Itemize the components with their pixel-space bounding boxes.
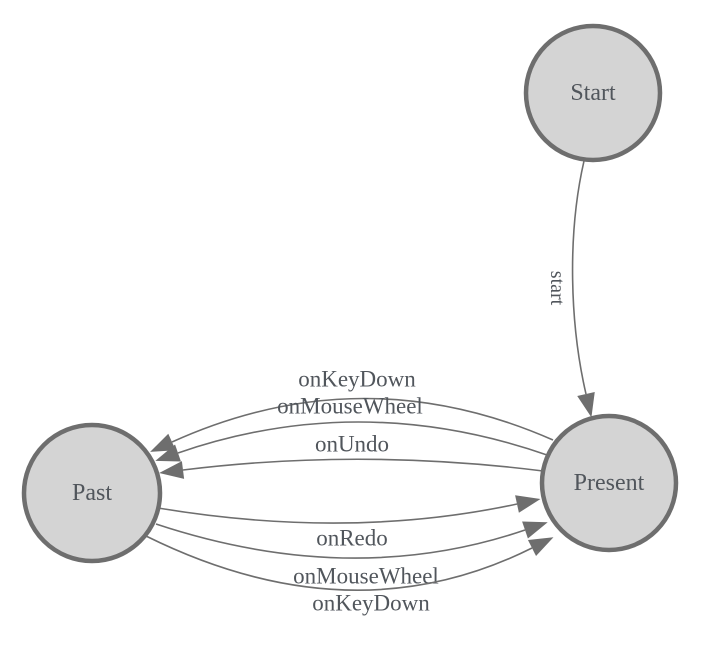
edge-label-past-to-present-onredo: onRedo: [316, 526, 388, 551]
state-circle-start[interactable]: [523, 23, 663, 163]
edge-present-to-past-onkeydown: [150, 397, 554, 452]
state-node-present[interactable]: Present: [539, 413, 679, 553]
state-circle-past[interactable]: [21, 422, 163, 564]
edge-label-present-to-past-onmousewheel: onMouseWheel: [277, 394, 423, 419]
edge-label-present-to-past-onkeydown: onKeyDown: [298, 367, 416, 392]
edge-past-to-present-onkeydown: [145, 535, 554, 591]
edge-label-present-to-past-onundo: onUndo: [315, 432, 389, 457]
edge-past-to-present-onredo: [157, 495, 541, 524]
state-label-start: Start: [570, 80, 616, 106]
state-circle-present[interactable]: [539, 413, 679, 553]
state-node-start[interactable]: Start: [523, 23, 663, 163]
state-label-present: Present: [574, 470, 645, 496]
edge-label-past-to-present-onmousewheel: onMouseWheel: [293, 564, 439, 589]
state-node-past[interactable]: Past: [21, 422, 163, 564]
edge-past-to-present-onmousewheel: [155, 521, 548, 559]
edge-present-to-past-onmousewheel: [155, 421, 548, 462]
edge-label-past-to-present-onkeydown: onKeyDown: [312, 591, 430, 616]
edge-start-to-present-start: [571, 160, 595, 418]
edge-present-to-past-onundo: [159, 458, 544, 479]
edge-label-start-to-present-start: start: [546, 271, 568, 306]
state-label-past: Past: [72, 480, 112, 506]
